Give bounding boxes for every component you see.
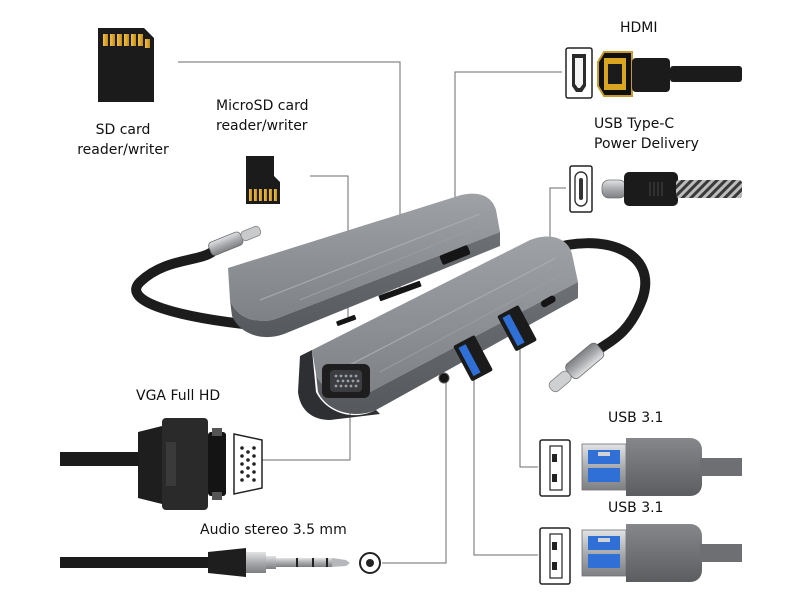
hub-port-usb-a-2 [453,335,493,381]
microsd-card-icon [246,156,280,204]
sd-card-icon [98,28,154,102]
label-usb-3-1-first: USB 3.1 [608,410,664,426]
label-usb-c-pd-line2: Power Delivery [594,136,699,152]
vga-port-icon [233,433,263,495]
hdmi-port-icon [565,47,593,99]
label-sd-card-line1: SD card [95,122,151,138]
audio-jack-port-icon [359,552,381,574]
leader-hdmi [454,71,562,248]
usb-a-plug-2-icon [581,524,742,582]
leader-sd [178,61,401,288]
audio-jack-plug-icon [60,548,350,577]
hub-port-audio [438,372,450,384]
label-microsd-card-line2: reader/writer [216,118,308,134]
usb-c-plug-upper-icon [208,225,262,256]
usb-a-port-2-icon [539,527,571,585]
label-microsd-card: MicroSD card reader/writer [216,96,308,136]
hdmi-plug-icon [597,51,742,97]
hub-port-usb-c-pd [540,295,556,308]
label-sd-card-line2: reader/writer [77,142,169,158]
usb-c-port-icon [569,165,593,213]
hub-output-cable [543,238,651,355]
hub-port-microsd [336,314,357,326]
usb-c-plug-icon [601,172,742,206]
hub-input-cable [131,247,267,331]
leader-vga [258,400,351,461]
label-usb-c-pd: USB Type-C Power Delivery [594,114,699,154]
label-hdmi: HDMI [620,20,658,36]
vga-plug-icon [60,418,226,510]
hub-port-sd [378,280,422,302]
usb-c-hub-icon [228,193,578,420]
usb-a-port-1-icon [539,439,571,497]
hub-cables [131,238,651,355]
label-audio: Audio stereo 3.5 mm [200,522,347,538]
hub-back-module-top [228,193,500,322]
label-vga: VGA Full HD [136,388,221,404]
leader-usb1 [519,338,538,468]
leader-usb2 [473,370,538,556]
leader-lines [178,61,566,564]
label-usb-c-pd-line1: USB Type-C [594,116,675,132]
hub-front-module-front [316,282,578,414]
hub-port-hdmi [439,245,471,265]
leader-audio [382,382,447,564]
hub-port-vga [322,364,370,398]
usb-c-plug-lower-icon [548,342,605,393]
hub-back-module-front [230,232,500,338]
label-microsd-card-line1: MicroSD card [216,98,309,114]
label-sd-card: SD card reader/writer [70,120,176,160]
label-usb-3-1-second: USB 3.1 [608,500,664,516]
usb-a-plug-1-icon [581,438,742,496]
hub-port-usb-a-1 [497,305,537,351]
